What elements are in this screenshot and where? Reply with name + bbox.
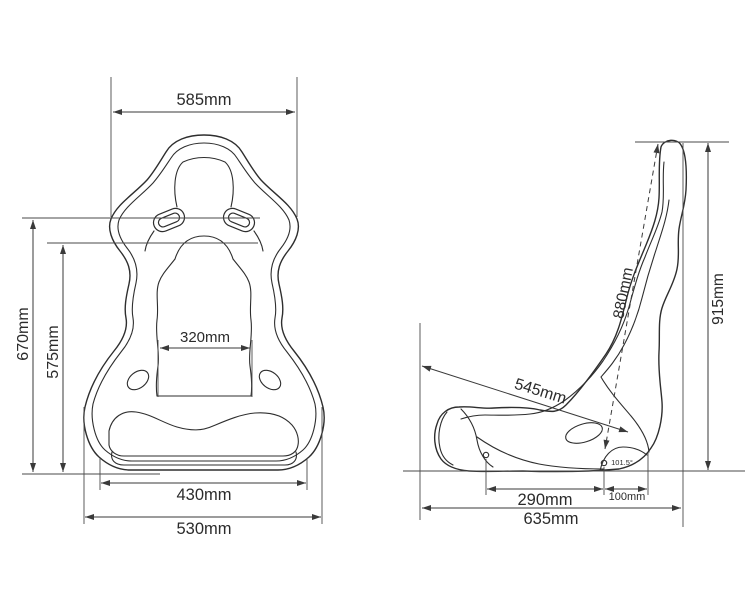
harness-hole-right-inner (227, 212, 251, 228)
front-seat-outer-outline (83, 134, 325, 471)
dim-label-100: 100mm (609, 491, 646, 503)
side-seat-outer-outline (433, 139, 688, 473)
dim-label-430: 430mm (176, 486, 231, 504)
side-knob-inner-line (438, 411, 454, 466)
dim-label-545: 545mm (512, 376, 568, 408)
dim-label-585: 585mm (176, 91, 231, 109)
mount-hole-rear (600, 459, 608, 467)
dimension-line-880 (603, 143, 660, 450)
side-backrest-front-seam (460, 161, 665, 420)
front-inner-contour-right (232, 258, 253, 397)
front-seat-inner-shell-line (91, 142, 317, 462)
dim-label-320: 320mm (180, 329, 230, 346)
front-cushion-outline (108, 411, 299, 457)
front-bolster-slot-right (258, 369, 282, 391)
dim-label-530: 530mm (176, 520, 231, 538)
front-inner-contour-left (155, 258, 176, 397)
dim-label-670: 670mm (15, 307, 32, 360)
front-view (83, 134, 325, 471)
harness-hole-left-inner (157, 212, 181, 228)
front-base-bottom-line (111, 451, 297, 466)
front-lumbar-dome-contour (174, 235, 234, 260)
dimension-line-545 (421, 365, 629, 433)
dim-label-635: 635mm (523, 510, 578, 528)
side-view-dimensions: 880mm 915mm 545mm 290mm 100mm 635mm 101.… (403, 141, 745, 528)
dim-label-290: 290mm (517, 491, 572, 509)
front-hole-connector-left (144, 230, 155, 252)
front-view-dimensions: 585mm 670mm 575mm 320mm 430mm 530mm (15, 77, 323, 538)
front-bolster-slot-left (126, 369, 150, 391)
dim-label-915: 915mm (710, 273, 727, 325)
mount-hole-front (482, 451, 490, 459)
front-headrest-inner-contour (174, 156, 234, 208)
angle-label-101-5: 101.5° (611, 458, 633, 467)
dim-label-575: 575mm (45, 325, 62, 378)
front-hole-connector-right (253, 230, 264, 252)
side-view (433, 139, 688, 473)
side-seat-pan-curve (476, 436, 605, 470)
